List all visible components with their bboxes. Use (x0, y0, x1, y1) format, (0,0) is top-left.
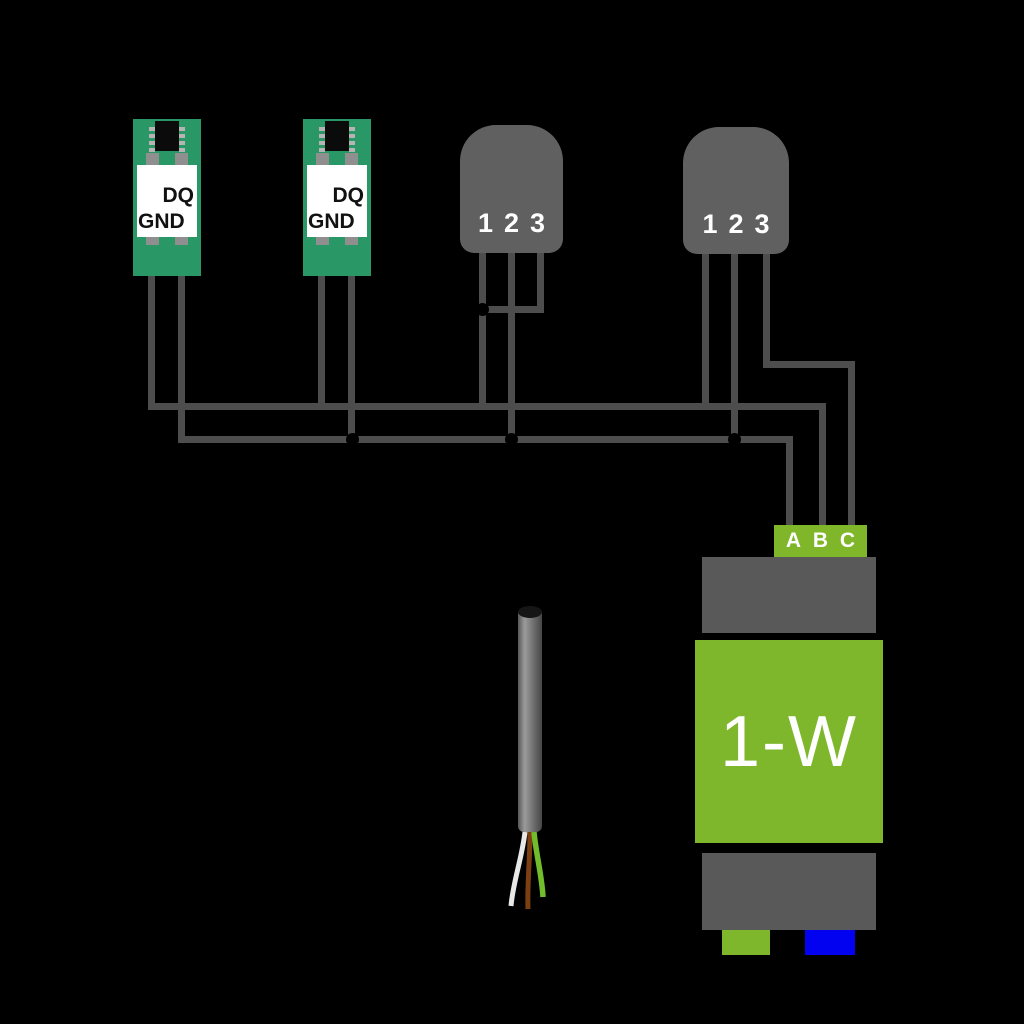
junction-dot-probe2-dq (727, 433, 741, 446)
sensor-label: DQ GND (307, 165, 367, 237)
temp-sensor-pcb-1: DQ GND (133, 119, 201, 276)
probe1-pin3-to-pin1-jumper-wire (478, 306, 544, 313)
chip-pin (179, 148, 185, 152)
chip-pin (179, 127, 185, 131)
probe2-pin2-leg-wire (730, 254, 738, 443)
terminal-c-horizontal-wire (762, 361, 855, 368)
chip-pin (349, 141, 355, 145)
gnd-pin-label: GND (308, 210, 355, 233)
pin1-label: 1 (477, 208, 493, 238)
chip-pin (149, 127, 155, 131)
solder-pad (316, 234, 329, 245)
dq-pin-label: DQ (332, 184, 365, 207)
solder-pad (345, 153, 358, 165)
chip-pin (349, 148, 355, 152)
cable-wire-brown (525, 831, 533, 910)
chip-pin (149, 141, 155, 145)
junction-dot-sensor2-dq (345, 433, 359, 446)
chip-pin (319, 141, 325, 145)
sensor-label: DQ GND (137, 165, 197, 237)
sensor2-dq-leg-wire (347, 276, 355, 443)
probe2-pin3-leg-wire (762, 254, 770, 368)
chip-pin (349, 127, 355, 131)
probe1-pin1-leg-wire (478, 253, 486, 410)
gnd-bus-wire (147, 403, 826, 410)
terminal-a-drop-wire (785, 436, 793, 525)
chip-pin (349, 134, 355, 138)
chip-pin (319, 148, 325, 152)
module-connector-blue (805, 930, 855, 955)
chip-pin (179, 141, 185, 145)
cable-wire-white (508, 831, 528, 907)
terminal-block-abc: A B C (774, 525, 867, 557)
sensor1-dq-leg-wire (177, 276, 185, 443)
chip-pin (319, 134, 325, 138)
probe-pin-numbers: 1 2 3 (683, 209, 789, 240)
pin3-label: 3 (754, 209, 770, 239)
pin1-label: 1 (702, 209, 718, 239)
chip-pin (149, 148, 155, 152)
solder-pad (146, 153, 159, 165)
junction-dot-probe1-tie (475, 303, 489, 316)
module-label: 1-W (720, 701, 858, 782)
cable-top-cap (518, 606, 542, 618)
junction-dot-probe1-dq (504, 433, 518, 446)
terminal-c-label: C (839, 529, 856, 552)
chip-pin (319, 127, 325, 131)
solder-pad (345, 234, 358, 245)
chip-icon (325, 121, 349, 151)
module-top-section (702, 557, 876, 633)
module-connector-green (722, 930, 770, 955)
probe-pin-numbers: 1 2 3 (460, 208, 563, 239)
solder-pad (316, 153, 329, 165)
dq-bus-wire (177, 436, 793, 443)
solder-pad (175, 153, 188, 165)
gnd-pin-label: GND (138, 210, 185, 233)
pin3-label: 3 (530, 208, 546, 238)
pin2-label: 2 (728, 209, 744, 239)
temp-sensor-pcb-2: DQ GND (303, 119, 371, 276)
module-body: 1-W (695, 640, 883, 843)
solder-pad (175, 234, 188, 245)
terminal-b-drop-wire (818, 403, 826, 525)
cable-frayed-wires (508, 831, 546, 910)
sensor1-gnd-leg-wire (147, 276, 155, 410)
probe1-pin3-leg-wire (536, 253, 544, 313)
pin2-label: 2 (503, 208, 520, 238)
cable-wire-green (531, 831, 546, 898)
solder-pad (146, 234, 159, 245)
probe1-pin2-leg-wire (507, 253, 515, 443)
temp-probe-to92-2: 1 2 3 (683, 127, 789, 254)
module-bottom-section (702, 853, 876, 930)
probe2-pin1-leg-wire (701, 254, 709, 410)
terminal-b-label: B (812, 529, 829, 552)
sensor2-gnd-leg-wire (317, 276, 325, 410)
temp-probe-to92-1: 1 2 3 (460, 125, 563, 253)
terminal-a-label: A (785, 529, 802, 552)
terminal-c-drop-wire (847, 361, 855, 525)
cable-jacket (518, 610, 542, 832)
chip-pin (149, 134, 155, 138)
chip-icon (155, 121, 179, 151)
dq-pin-label: DQ (162, 184, 195, 207)
chip-pin (179, 134, 185, 138)
